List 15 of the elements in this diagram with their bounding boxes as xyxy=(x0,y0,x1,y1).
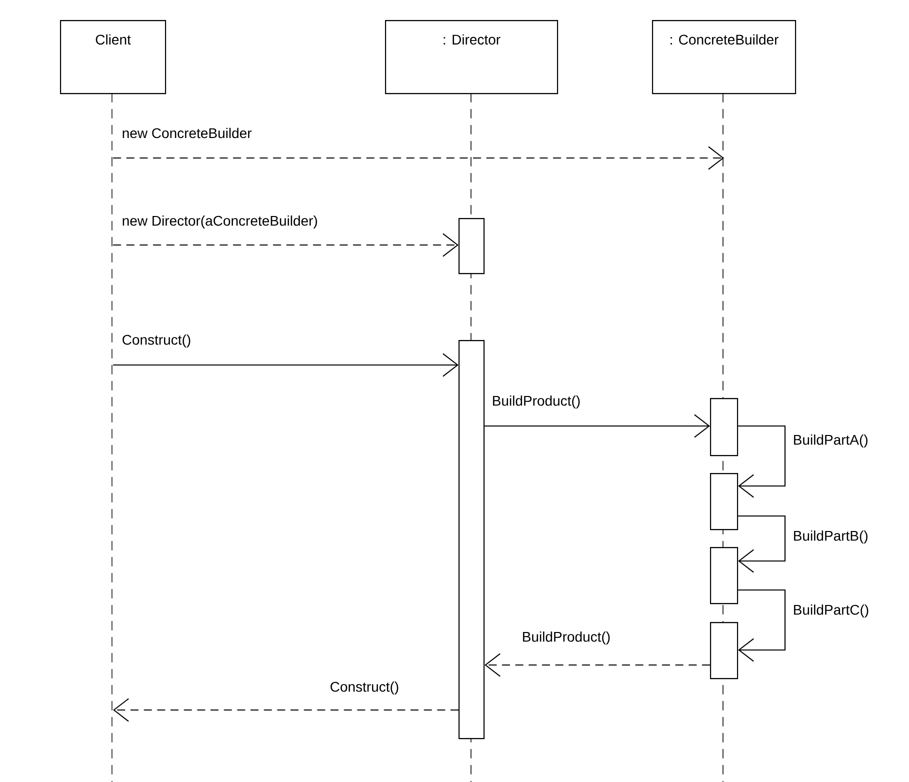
self-call-arrow xyxy=(738,589,786,662)
message-arrow xyxy=(113,146,724,170)
message-arrow xyxy=(113,698,458,722)
message-arrow xyxy=(113,353,458,377)
message-arrow xyxy=(113,233,458,257)
activation-bar xyxy=(710,398,738,456)
message-arrow xyxy=(484,414,710,438)
message-arrow xyxy=(484,653,710,677)
activation-bar xyxy=(458,218,485,274)
activation-bar xyxy=(710,622,738,680)
self-call-arrow xyxy=(738,425,786,498)
activation-bar xyxy=(710,547,738,604)
activation-bar xyxy=(710,473,738,530)
activation-bar xyxy=(458,340,485,740)
self-call-arrow xyxy=(738,515,786,573)
